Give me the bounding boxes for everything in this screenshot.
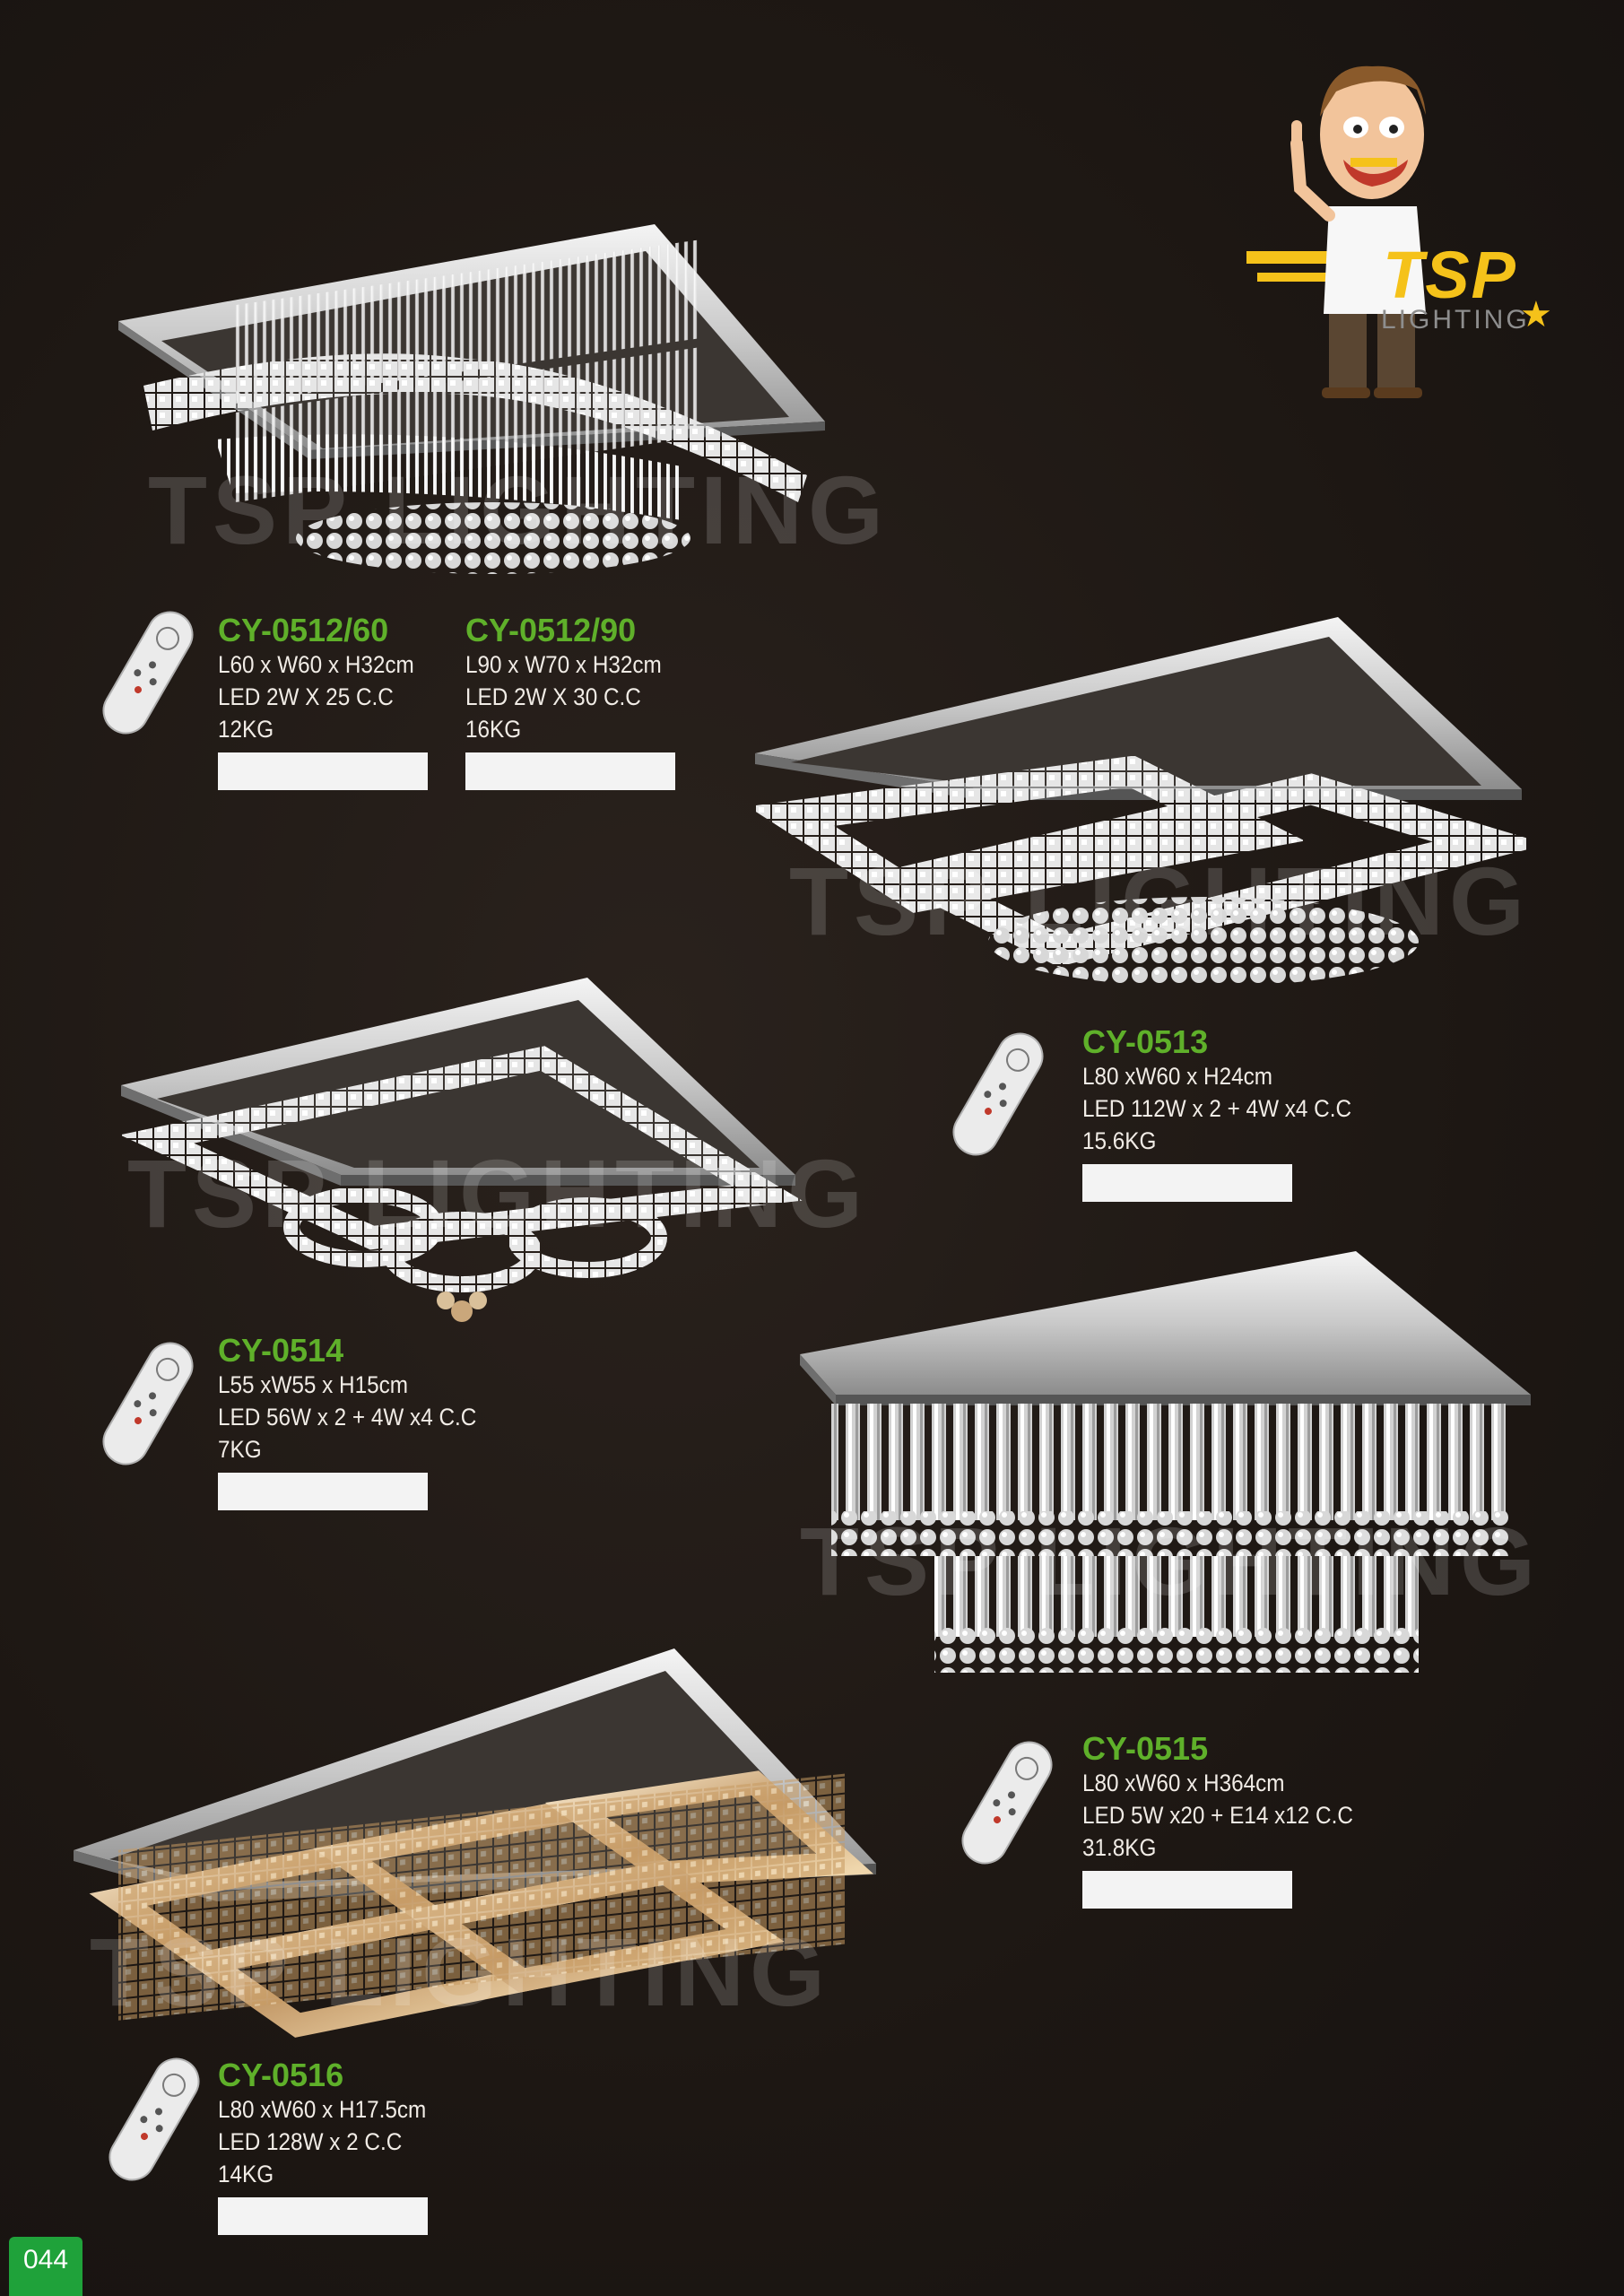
product-led: LED 2W X 25 C.C xyxy=(218,683,394,710)
product-cy-0513: CY-0513 L80 xW60 x H24cm LED 112W x 2 + … xyxy=(1082,1024,1381,1202)
product-cy-0514: CY-0514 L55 xW55 x H15cm LED 56W x 2 + 4… xyxy=(218,1333,505,1510)
watermark: TSP LIGHTING xyxy=(789,847,1531,955)
price-box xyxy=(1082,1164,1292,1202)
product-weight: 7KG xyxy=(218,1436,262,1463)
watermark: TSP LIGHTING xyxy=(148,456,890,564)
remote-control-icon xyxy=(96,2048,213,2196)
product-weight: 15.6KG xyxy=(1082,1127,1157,1154)
lamp-image-cy-0516 xyxy=(74,1648,881,2043)
product-weight: 16KG xyxy=(465,716,522,743)
page-number: 044 xyxy=(9,2237,83,2296)
lamp-image-cy-0513 xyxy=(747,610,1549,1004)
price-box xyxy=(218,1473,428,1510)
product-dimensions: L55 xW55 x H15cm xyxy=(218,1371,409,1398)
product-code: CY-0516 xyxy=(218,2057,344,2093)
price-box xyxy=(218,2197,428,2235)
product-cy-0512-60: CY-0512/60 L60 x W60 x H32cm LED 2W X 25… xyxy=(218,613,436,790)
product-dimensions: L90 x W70 x H32cm xyxy=(465,651,662,678)
price-box xyxy=(1082,1871,1292,1909)
product-dimensions: L80 xW60 x H17.5cm xyxy=(218,2096,427,2123)
price-box xyxy=(465,752,675,790)
product-led: LED 112W x 2 + 4W x4 C.C xyxy=(1082,1095,1352,1122)
product-cy-0515: CY-0515 L80 xW60 x H364cm LED 5W x20 + E… xyxy=(1082,1731,1383,1909)
product-code: CY-0512/90 xyxy=(465,612,637,648)
mascot-illustration xyxy=(1246,65,1426,398)
product-code: CY-0514 xyxy=(218,1332,344,1369)
product-led: LED 56W x 2 + 4W x4 C.C xyxy=(218,1404,477,1431)
watermark: TSP LIGHTING xyxy=(90,1918,831,2026)
product-weight: 14KG xyxy=(218,2161,274,2187)
product-dimensions: L80 xW60 x H364cm xyxy=(1082,1770,1285,1796)
lamp-image-cy-0515 xyxy=(800,1251,1535,1691)
price-box xyxy=(218,752,428,790)
product-dimensions: L80 xW60 x H24cm xyxy=(1082,1063,1273,1090)
lamp-image-cy-0512 xyxy=(108,215,843,610)
product-led: LED 5W x20 + E14 x12 C.C xyxy=(1082,1802,1353,1829)
remote-control-icon xyxy=(90,601,206,749)
product-led: LED 2W X 30 C.C xyxy=(465,683,641,710)
product-dimensions: L60 x W60 x H32cm xyxy=(218,651,414,678)
brand-name: TSP xyxy=(1383,238,1517,312)
product-weight: 31.8KG xyxy=(1082,1834,1157,1861)
remote-control-icon xyxy=(940,1022,1056,1170)
product-led: LED 128W x 2 C.C xyxy=(218,2128,403,2155)
brand-subtitle: LIGHTING xyxy=(1381,305,1530,335)
product-cy-0516: CY-0516 L80 xW60 x H17.5cm LED 128W x 2 … xyxy=(218,2057,449,2235)
remote-control-icon xyxy=(90,1332,206,1480)
watermark: TSP LIGHTING xyxy=(800,1507,1541,1615)
product-code: CY-0515 xyxy=(1082,1730,1209,1767)
product-code: CY-0513 xyxy=(1082,1023,1209,1060)
brand-logo: TSP LIGHTING ★ xyxy=(1246,54,1587,413)
remote-control-icon xyxy=(949,1731,1065,1879)
star-icon: ★ xyxy=(1520,295,1552,335)
product-code: CY-0512/60 xyxy=(218,612,389,648)
watermark: TSP LIGHTING xyxy=(127,1139,869,1248)
lamp-image-cy-0514 xyxy=(119,978,803,1336)
product-weight: 12KG xyxy=(218,716,274,743)
product-cy-0512-90: CY-0512/90 L90 x W70 x H32cm LED 2W X 30… xyxy=(465,613,683,790)
